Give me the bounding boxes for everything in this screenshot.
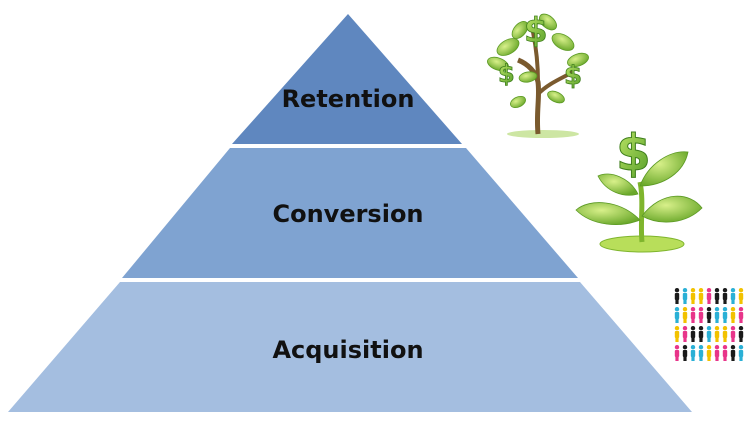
person-figure — [730, 326, 736, 342]
retention-label: Retention — [282, 85, 415, 113]
person-figure — [706, 307, 712, 323]
conversion-tier — [122, 148, 578, 278]
person-figure — [706, 345, 712, 361]
retention-tier — [232, 14, 462, 144]
person-figure — [690, 345, 696, 361]
acquisition-label: Acquisition — [272, 336, 423, 364]
person-figure — [698, 345, 704, 361]
person-figure — [698, 288, 704, 304]
person-figure — [690, 288, 696, 304]
person-figure — [674, 345, 680, 361]
person-figure — [738, 326, 744, 342]
money-sprout-icon: $ — [575, 124, 703, 253]
person-figure — [722, 307, 728, 323]
person-figure — [730, 307, 736, 323]
person-figure — [698, 326, 704, 342]
person-figure — [682, 345, 688, 361]
person-figure — [682, 307, 688, 323]
person-figure — [714, 345, 720, 361]
person-figure — [714, 307, 720, 323]
person-figure — [722, 345, 728, 361]
person-figure — [706, 326, 712, 342]
people-crowd-icon — [674, 288, 744, 361]
person-figure — [738, 288, 744, 304]
person-figure — [738, 307, 744, 323]
svg-text:$: $ — [564, 61, 582, 91]
svg-text:$: $ — [524, 11, 548, 51]
person-figure — [682, 288, 688, 304]
conversion-label: Conversion — [272, 200, 423, 228]
svg-text:$: $ — [498, 60, 515, 88]
person-figure — [674, 288, 680, 304]
acquisition-tier — [8, 282, 692, 412]
person-figure — [682, 326, 688, 342]
pyramid: Retention Conversion Acquisition — [8, 14, 692, 412]
money-tree-icon: $ $ $ — [487, 11, 589, 138]
person-figure — [674, 307, 680, 323]
person-figure — [674, 326, 680, 342]
person-figure — [714, 288, 720, 304]
person-figure — [730, 345, 736, 361]
person-figure — [698, 307, 704, 323]
svg-text:$: $ — [616, 124, 651, 182]
person-figure — [730, 288, 736, 304]
person-figure — [690, 326, 696, 342]
person-figure — [738, 345, 744, 361]
person-figure — [714, 326, 720, 342]
person-figure — [706, 288, 712, 304]
person-figure — [690, 307, 696, 323]
person-figure — [722, 326, 728, 342]
person-figure — [722, 288, 728, 304]
